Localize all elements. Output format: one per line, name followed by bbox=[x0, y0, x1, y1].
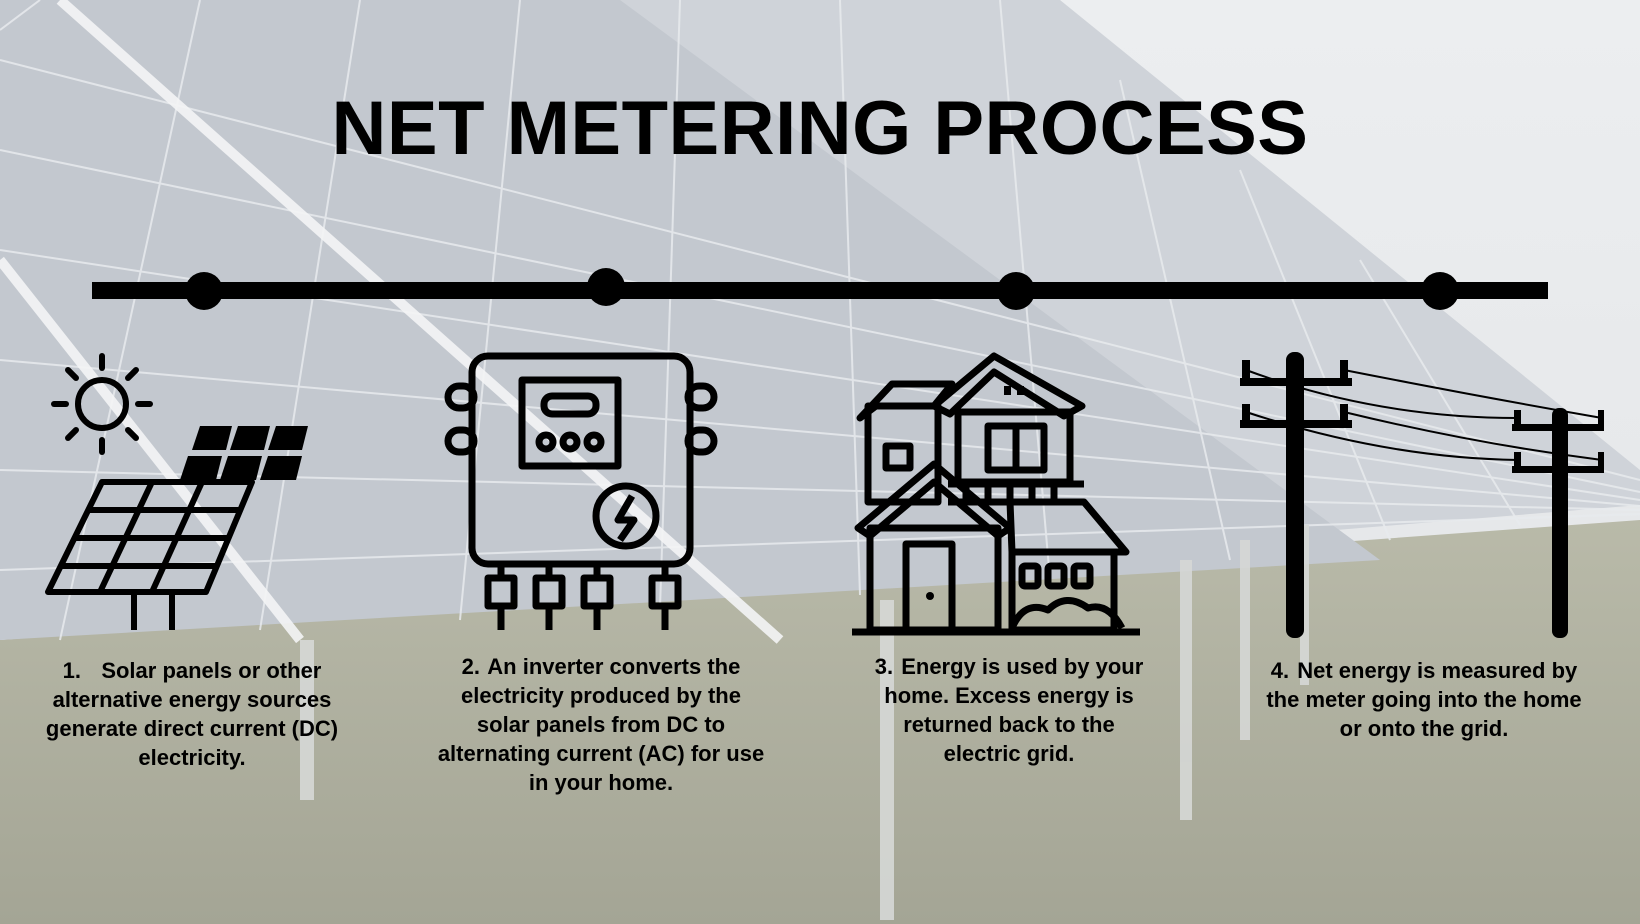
step-text-3: Energy is used by your home. Excess ener… bbox=[884, 654, 1144, 766]
step-text-2: An inverter converts the electricity pro… bbox=[437, 654, 765, 795]
step-number-2: 2. bbox=[461, 654, 480, 679]
step-number-4: 4. bbox=[1270, 658, 1290, 683]
page-title: NET METERING PROCESS bbox=[331, 86, 1309, 171]
inverter-icon bbox=[444, 352, 718, 630]
timeline-dot-2 bbox=[587, 268, 625, 306]
step-caption-2: 2. An inverter converts the electricity … bbox=[436, 652, 766, 797]
timeline-dot-1 bbox=[185, 272, 223, 310]
timeline-dot-3 bbox=[997, 272, 1035, 310]
power-lines-icon bbox=[1240, 352, 1604, 638]
step-number-3: 3. bbox=[874, 654, 894, 679]
step-caption-1: 1. Solar panels or other alternative ene… bbox=[44, 656, 340, 772]
timeline-bar bbox=[92, 282, 1548, 299]
step-text-4: Net energy is measured by the meter goin… bbox=[1266, 658, 1582, 741]
timeline-dot-4 bbox=[1421, 272, 1459, 310]
step-number-1: 1. bbox=[62, 658, 81, 683]
step-caption-3: 3. Energy is used by your home. Excess e… bbox=[866, 652, 1152, 768]
solar-panel-icon bbox=[45, 353, 308, 630]
house-icon bbox=[852, 352, 1140, 636]
step-text-1: Solar panels or other alternative energy… bbox=[45, 658, 339, 770]
step-caption-4: 4. Net energy is measured by the meter g… bbox=[1254, 656, 1594, 743]
sun-icon bbox=[51, 353, 153, 455]
